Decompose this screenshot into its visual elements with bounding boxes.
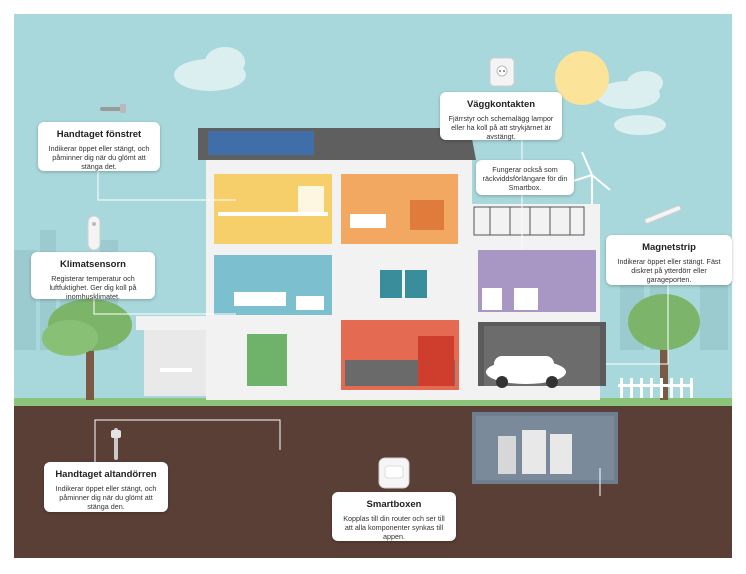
callout-climate-sensor: Klimatsensorn Registerar temperatur och … <box>31 252 155 301</box>
callout-text: Registerar temperatur och luftfuktighet.… <box>49 274 137 301</box>
callout-text: Fjärrstyr och schemalägg lampor eller ha… <box>448 114 554 141</box>
callout-wall-plug: Väggkontakten Fjärrstyr och schemalägg l… <box>440 92 562 141</box>
smartbox-icon <box>376 454 412 492</box>
door-handle-icon <box>108 426 124 462</box>
callout-title: Smartboxen <box>366 499 422 510</box>
callout-window-handle: Handtaget fönstret Indikerar öppet eller… <box>38 122 160 171</box>
clouds <box>174 47 666 135</box>
magnet-strip-icon <box>640 200 686 230</box>
callout-door-handle: Handtaget altandörren Indikerar öppet el… <box>44 462 168 512</box>
callout-text: Indikerar öppet eller stängt, och påminn… <box>48 144 150 171</box>
climate-sensor-icon <box>86 214 102 252</box>
callout-text: Indikerar öppet eller stängt, och påminn… <box>55 484 157 511</box>
fence <box>618 378 693 398</box>
range-note-text: Fungerar också som räckviddsförlängare f… <box>482 165 568 192</box>
callout-title: Magnetstrip <box>642 242 696 253</box>
window-handle-icon <box>98 100 128 116</box>
callout-title: Handtaget altandörren <box>55 469 157 480</box>
sun <box>555 51 609 105</box>
callout-text: Indikerar öppet eller stängt. Fäst diskr… <box>617 257 721 284</box>
callout-text: Kopplas till din router och ser till att… <box>343 514 445 541</box>
callout-title: Handtaget fönstret <box>56 129 142 140</box>
callout-title: Klimatsensorn <box>60 259 126 270</box>
tree-right <box>628 294 700 400</box>
grass-strip <box>14 398 732 406</box>
porch-roof <box>136 316 212 330</box>
solar-panel <box>208 131 314 155</box>
tree-left <box>42 299 132 400</box>
range-extender-note: Fungerar också som räckviddsförlängare f… <box>476 160 574 195</box>
callout-magnet-strip: Magnetstrip Indikerar öppet eller stängt… <box>606 235 732 285</box>
callout-title: Väggkontakten <box>466 99 536 110</box>
callout-smartbox: Smartboxen Kopplas till din router och s… <box>332 492 456 541</box>
wall-plug-icon <box>487 56 517 88</box>
